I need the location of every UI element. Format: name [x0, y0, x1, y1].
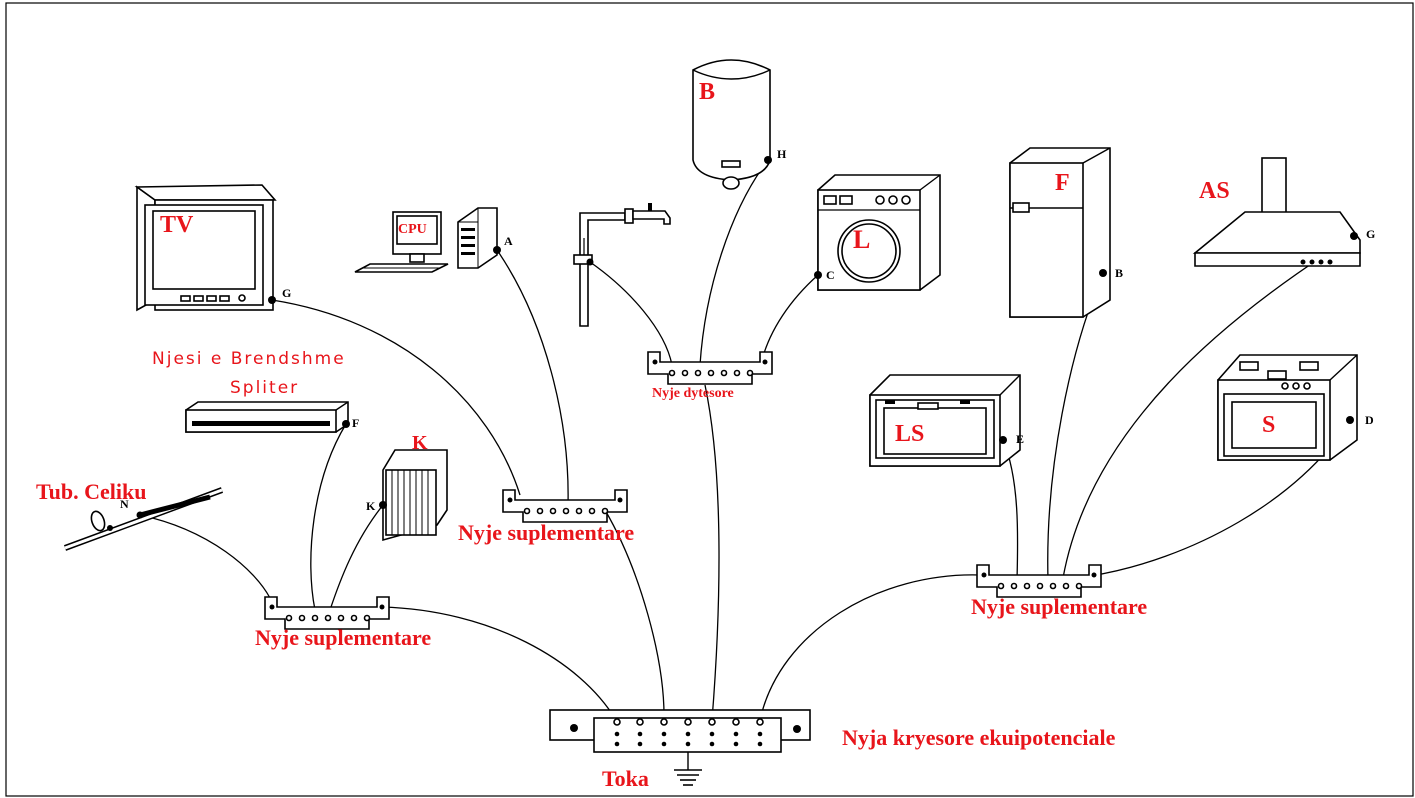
- terminal-washer: C: [826, 268, 835, 282]
- dishwasher: [869, 374, 1021, 467]
- label-radiator: K: [412, 432, 428, 454]
- radiator: [379, 449, 448, 542]
- wire-right-main: [759, 574, 981, 721]
- terminal-radiator: K: [366, 499, 376, 513]
- label-split-unit-line1: Njesi e Brendshme: [152, 349, 346, 369]
- label-supp-node-left: Nyje suplementare: [255, 625, 431, 650]
- label-cpu: CPU: [398, 222, 427, 237]
- terminal-dishwasher: E: [1016, 432, 1024, 446]
- label-washer: L: [853, 225, 870, 254]
- supplementary-node-bar-left: [264, 596, 390, 630]
- water-tap-pipe: [573, 203, 671, 327]
- wire-washer: [761, 274, 819, 361]
- terminal-hood: G: [1366, 227, 1375, 241]
- refrigerator: [1009, 147, 1111, 318]
- label-stove: S: [1262, 412, 1275, 438]
- label-dishwasher: LS: [895, 421, 924, 447]
- terminal-stove: D: [1365, 413, 1374, 427]
- wire-secondary-main: [704, 384, 720, 721]
- secondary-node-bar: [647, 351, 773, 385]
- terminal-fridge: B: [1115, 266, 1123, 280]
- label-secondary-node: Nyje dytesore: [652, 386, 734, 401]
- wire-cpu: [496, 249, 569, 506]
- main-equipotential-bar: [549, 709, 811, 753]
- label-hood: AS: [1199, 178, 1230, 204]
- range-hood: [1192, 157, 1361, 267]
- washing-machine: [814, 174, 941, 291]
- label-supp-node-center: Nyje suplementare: [458, 520, 634, 545]
- label-earth: Toka: [602, 766, 649, 791]
- wire-boiler: [699, 159, 769, 366]
- computer: [354, 207, 501, 273]
- water-boiler: [692, 59, 772, 190]
- label-boiler: B: [699, 79, 715, 105]
- wire-tap: [589, 261, 673, 366]
- wire-tv: [271, 299, 521, 496]
- wire-center-main: [604, 509, 665, 721]
- wire-split: [310, 423, 347, 611]
- wire-left-main: [381, 606, 617, 721]
- terminal-split-unit: F: [352, 416, 359, 430]
- diagram-frame: [5, 2, 1414, 797]
- steel-pipe: [63, 487, 224, 551]
- split-indoor-unit: [185, 401, 350, 433]
- wire-radiator: [329, 504, 384, 611]
- terminal-tv: G: [282, 286, 291, 300]
- wire-fridge: [1047, 272, 1104, 581]
- terminal-steel-pipe: N: [120, 497, 129, 511]
- label-split-unit-line2: Spliter: [230, 378, 299, 398]
- tv-monitor: [134, 184, 277, 312]
- label-steel-pipe: Tub. Celiku: [36, 479, 146, 504]
- label-fridge: F: [1055, 170, 1070, 196]
- stove: [1217, 354, 1358, 461]
- label-main-node: Nyja kryesore ekuipotenciale: [842, 725, 1116, 750]
- wire-hood: [1062, 235, 1355, 579]
- terminal-cpu: A: [504, 234, 513, 248]
- wire-steel-pipe: [139, 514, 271, 599]
- label-tv: TV: [160, 212, 194, 238]
- supplementary-node-bar-right: [976, 564, 1102, 598]
- supplementary-node-bar-center: [502, 489, 628, 523]
- earth-ground-icon: [674, 752, 702, 786]
- label-supp-node-right: Nyje suplementare: [971, 594, 1147, 619]
- terminal-boiler: H: [777, 147, 787, 161]
